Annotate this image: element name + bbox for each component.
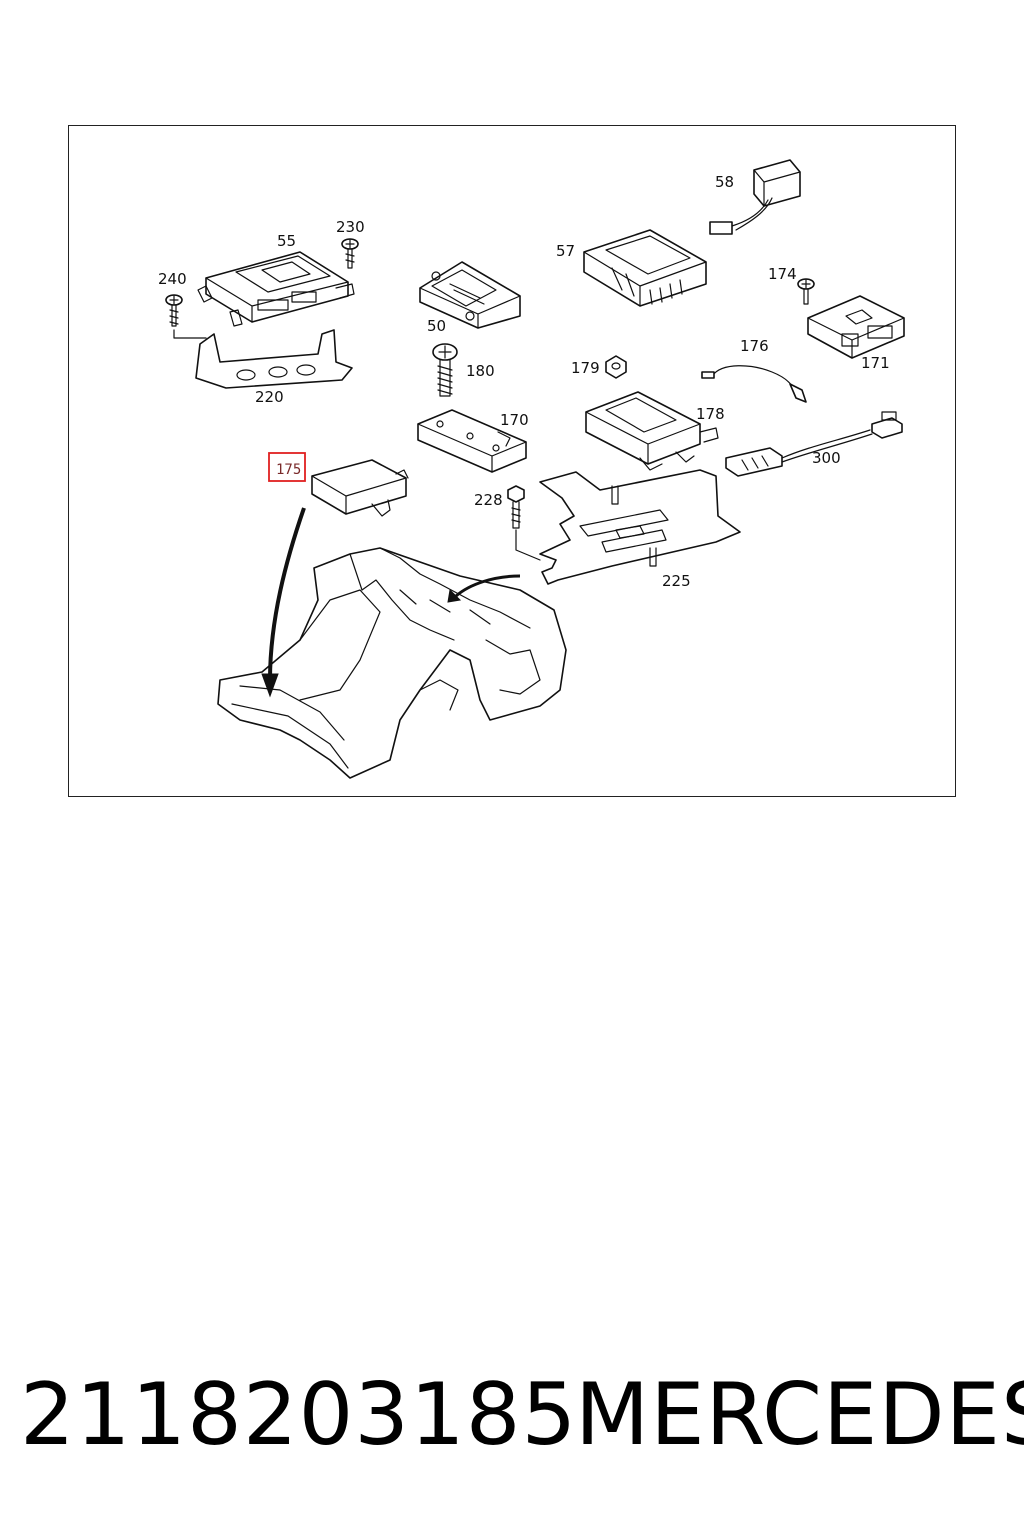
part-179-nut[interactable] bbox=[605, 355, 627, 379]
part-178-module[interactable] bbox=[585, 391, 719, 471]
callout-58[interactable]: 58 bbox=[715, 173, 734, 191]
part-174-screw[interactable] bbox=[797, 278, 815, 305]
brand-name: MERCEDES bbox=[575, 1365, 1024, 1465]
callout-225[interactable]: 225 bbox=[662, 572, 691, 590]
callout-178[interactable]: 178 bbox=[696, 405, 725, 423]
callout-240[interactable]: 240 bbox=[158, 270, 187, 288]
parts-diagram-frame bbox=[68, 125, 956, 797]
vehicle-floor-frame bbox=[217, 547, 567, 779]
highlighted-callout[interactable]: 175 bbox=[268, 452, 306, 482]
callout-170[interactable]: 170 bbox=[500, 411, 529, 429]
callout-57[interactable]: 57 bbox=[556, 242, 575, 260]
part-175-module[interactable] bbox=[311, 459, 409, 517]
callout-179[interactable]: 179 bbox=[571, 359, 600, 377]
part-57-airbag-control[interactable] bbox=[583, 229, 707, 307]
callout-171[interactable]: 171 bbox=[861, 354, 890, 372]
part-58-buzzer[interactable] bbox=[709, 159, 801, 235]
part-171-module[interactable] bbox=[807, 295, 905, 359]
part-170-module[interactable] bbox=[417, 409, 527, 473]
part-230-screw[interactable] bbox=[341, 238, 359, 269]
mounting-arrows bbox=[261, 507, 521, 698]
highlight-box bbox=[268, 452, 306, 482]
callout-300[interactable]: 300 bbox=[812, 449, 841, 467]
part-180-screw[interactable] bbox=[432, 343, 458, 397]
part-220-bracket[interactable] bbox=[173, 329, 353, 389]
callout-174[interactable]: 174 bbox=[768, 265, 797, 283]
callout-228[interactable]: 228 bbox=[474, 491, 503, 509]
callout-50[interactable]: 50 bbox=[427, 317, 446, 335]
footer: 2118203185 MERCEDES bbox=[0, 1360, 1024, 1470]
callout-175[interactable]: 175 bbox=[276, 462, 301, 478]
callout-176[interactable]: 176 bbox=[740, 337, 769, 355]
part-228-screw[interactable] bbox=[507, 485, 541, 561]
part-number: 2118203185 bbox=[20, 1365, 578, 1465]
callout-labels: 58 230 55 240 57 174 50 220 176 171 180 … bbox=[158, 173, 890, 590]
callout-220[interactable]: 220 bbox=[255, 388, 284, 406]
callout-55[interactable]: 55 bbox=[277, 232, 296, 250]
part-55-control-unit[interactable] bbox=[197, 251, 355, 327]
part-240-screw[interactable] bbox=[165, 294, 183, 327]
callout-230[interactable]: 230 bbox=[336, 218, 365, 236]
callout-180[interactable]: 180 bbox=[466, 362, 495, 380]
part-50-sensor-module[interactable] bbox=[419, 261, 521, 329]
parts-diagram: 58 230 55 240 57 174 50 220 176 171 180 … bbox=[158, 159, 905, 779]
part-176-wire[interactable] bbox=[701, 365, 807, 403]
part-225-bracket[interactable] bbox=[539, 469, 741, 585]
part-300-connector-cable[interactable] bbox=[725, 411, 903, 477]
